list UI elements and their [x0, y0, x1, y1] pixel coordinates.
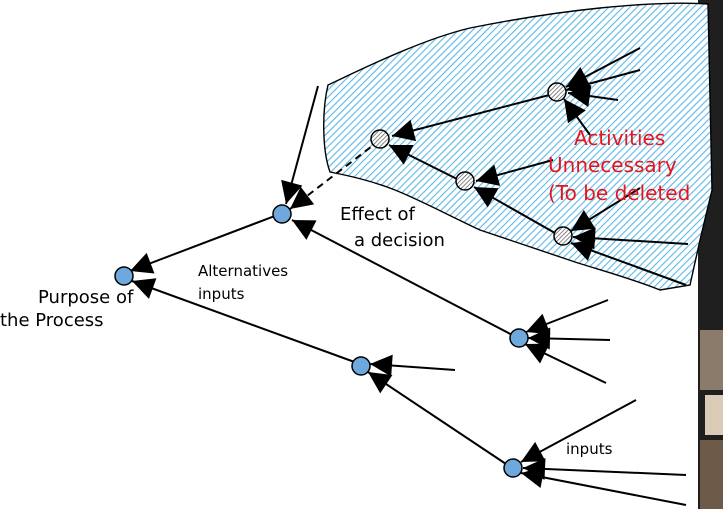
edges — [129, 47, 689, 506]
node-deleted-bottom — [553, 226, 573, 246]
node-deleted-middle — [455, 171, 475, 191]
node-purpose — [114, 266, 134, 286]
node-lower-middle — [351, 356, 371, 376]
alternatives-label-line1: Alternatives — [198, 262, 288, 280]
deleted-label-line3: (To be deleted — [548, 181, 690, 205]
purpose-label-line2: the Process — [0, 310, 104, 331]
inputs-label: inputs — [566, 440, 613, 458]
alternatives-label-line2: inputs — [198, 285, 245, 303]
node-deleted-top — [547, 82, 567, 102]
node-deleted-left — [370, 129, 390, 149]
effect-label-line2: a decision — [354, 230, 445, 251]
effect-label-line1: Effect of — [340, 204, 416, 225]
node-alternatives — [272, 204, 292, 224]
nodes — [114, 82, 573, 478]
deleted-label-line2: Unnecessary — [548, 153, 677, 177]
node-bottom-right — [503, 458, 523, 478]
deleted-activities-region — [323, 2, 713, 291]
node-right-middle — [509, 328, 529, 348]
deleted-label-line1: Activities — [574, 126, 665, 150]
purpose-label-line1: Purpose of — [38, 287, 134, 308]
